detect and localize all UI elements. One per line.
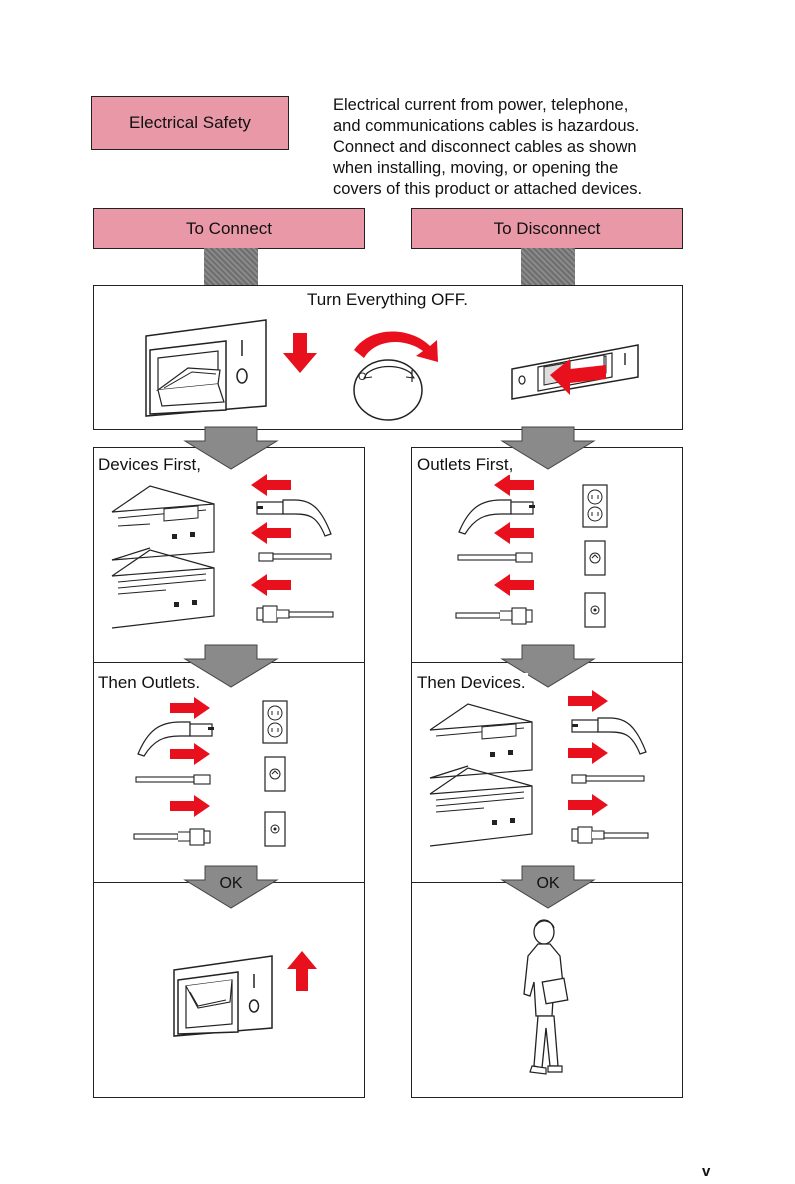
arrow-right-icon (568, 794, 608, 816)
phone-plug-icon (457, 552, 533, 563)
rotary-dial-icon: O (353, 331, 438, 421)
phone-plug-icon (571, 774, 645, 784)
intro-text: Electrical current from power, telephone… (333, 95, 703, 200)
intro-line: Connect and disconnect cables as shown (333, 138, 637, 156)
power-plug-icon (256, 499, 332, 537)
dial-off-label: O (358, 371, 367, 383)
disconnect-outlets-panel (411, 447, 683, 664)
arrow-right-icon (170, 697, 210, 719)
power-plug-icon (458, 499, 535, 535)
outlets-first-title: Outlets First, (415, 455, 516, 475)
devices-first-title: Devices First, (96, 455, 203, 475)
arrow-down-icon (283, 333, 317, 373)
arrow-left-icon (251, 522, 291, 544)
coax-plug-icon (455, 607, 533, 625)
coax-plug-icon (256, 605, 334, 623)
phone-jack-icon (584, 540, 606, 576)
connector-bar (521, 248, 575, 285)
arrow-right-icon (568, 690, 608, 712)
phone-jack-icon (264, 756, 286, 792)
arrow-left-icon (494, 522, 534, 544)
power-plug-icon (137, 721, 214, 757)
coax-plug-icon (133, 828, 211, 846)
power-outlet-icon (582, 484, 608, 528)
intro-line: and communications cables is hazardous. (333, 117, 640, 135)
person-walking-icon (523, 919, 569, 1075)
down-chevron-icon (183, 426, 279, 470)
arrow-right-icon (170, 795, 210, 817)
arrow-right-icon (170, 743, 210, 765)
arrow-left-icon (494, 474, 534, 496)
coax-jack-icon (264, 811, 286, 847)
power-outlet-icon (262, 700, 288, 744)
coax-plug-icon (571, 826, 649, 844)
to-connect-label: To Connect (93, 208, 365, 249)
ok-label: OK (219, 875, 242, 892)
page-number: v (702, 1163, 711, 1180)
to-disconnect-title: To Disconnect (493, 218, 601, 238)
device-stack-icon (111, 485, 215, 629)
arrow-up-icon (287, 951, 317, 991)
then-outlets-title: Then Outlets. (96, 673, 203, 693)
ok-label: OK (536, 875, 559, 892)
down-chevron-icon (183, 644, 279, 688)
disconnect-devices-panel (411, 662, 683, 884)
to-disconnect-label: To Disconnect (411, 208, 683, 249)
connect-outlets-panel (93, 662, 365, 884)
ok-chevron-icon: OK (183, 865, 279, 909)
down-chevron-icon (500, 426, 596, 470)
power-switch-on-icon (173, 955, 273, 1037)
device-stack-icon (429, 703, 533, 847)
slide-switch-icon (511, 344, 639, 400)
power-plug-icon (571, 717, 647, 755)
arrow-left-icon (251, 574, 291, 596)
electrical-safety-label: Electrical Safety (91, 96, 289, 150)
connector-bar (204, 248, 258, 285)
intro-line: Electrical current from power, telephone… (333, 96, 629, 114)
phone-plug-icon (258, 552, 332, 562)
coax-jack-icon (584, 592, 606, 628)
ok-chevron-icon: OK (500, 865, 596, 909)
arrow-left-icon (494, 574, 534, 596)
down-chevron-icon (500, 644, 596, 688)
to-connect-title: To Connect (186, 218, 272, 238)
power-switch-icon (145, 319, 267, 417)
phone-plug-icon (135, 774, 211, 785)
then-devices-title: Then Devices. (415, 673, 528, 693)
intro-line: when installing, moving, or opening the (333, 159, 619, 177)
arrow-left-icon (251, 474, 291, 496)
intro-line: covers of this product or attached devic… (333, 180, 643, 198)
arrow-right-icon (568, 742, 608, 764)
electrical-safety-title: Electrical Safety (129, 113, 251, 132)
turn-off-title: Turn Everything OFF. (307, 290, 468, 309)
